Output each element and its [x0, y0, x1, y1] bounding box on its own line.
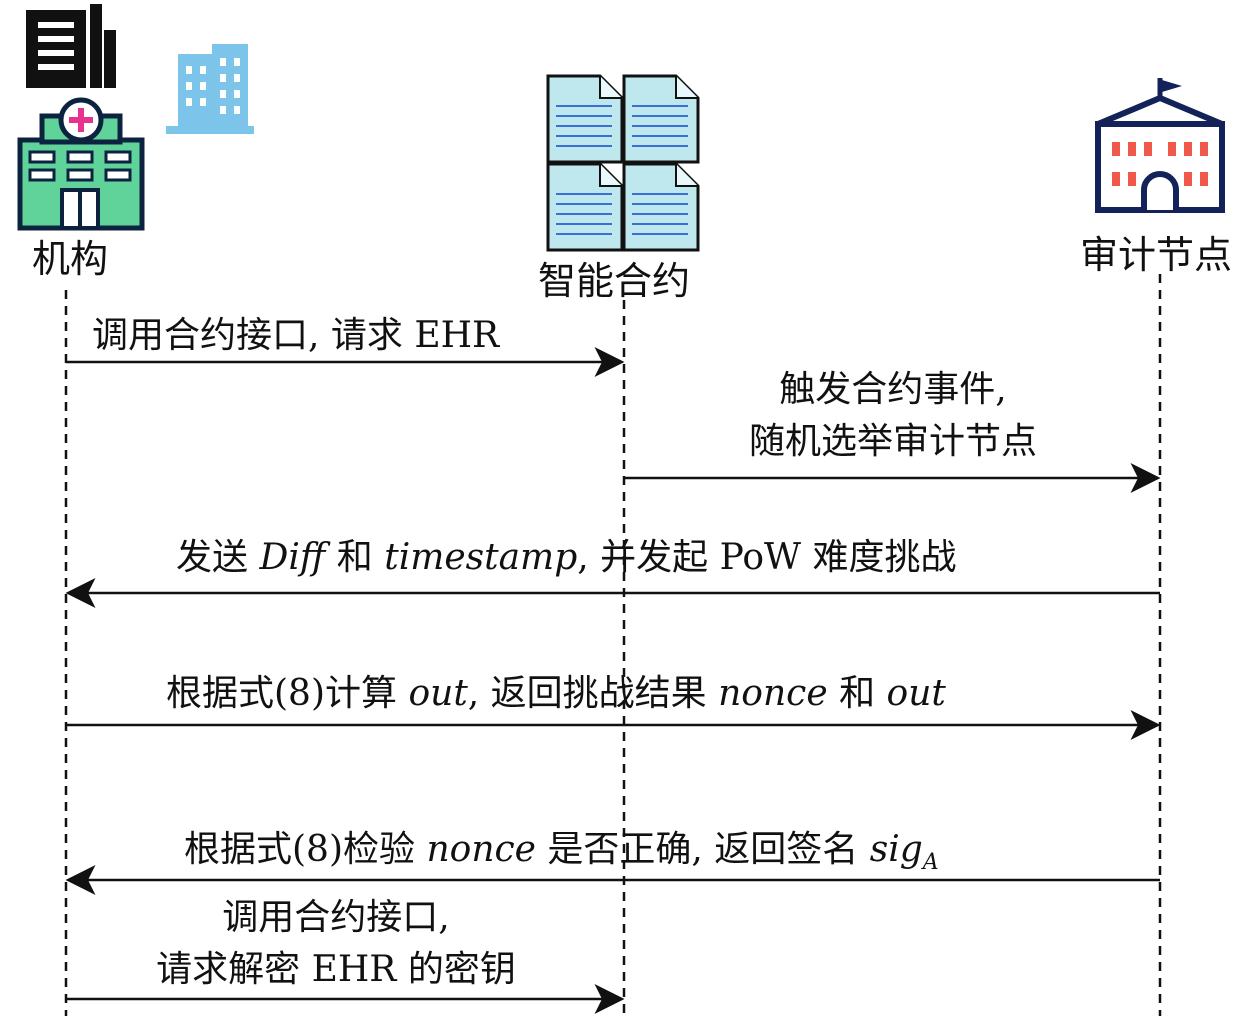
participant-label-auditor: 审计节点	[1080, 233, 1233, 277]
city-building-icon	[166, 44, 254, 134]
message-5-label: 根据式(8)检验 nonce 是否正确, 返回签名 sigA	[184, 829, 939, 875]
document-stack-icon	[546, 74, 700, 252]
government-building-icon	[1095, 78, 1225, 213]
participant-label-contract: 智能合约	[538, 259, 691, 303]
message-6-line-2: 请求解密 EHR 的密钥	[156, 949, 516, 990]
message-3-label: 发送 Diff 和 timestamp, 并发起 PoW 难度挑战	[176, 537, 957, 578]
message-6-line-1: 调用合约接口,	[222, 897, 450, 938]
lifelines	[64, 274, 1162, 1016]
message-2-line-2: 随机选举审计节点	[748, 421, 1038, 462]
message-1-label: 调用合约接口, 请求 EHR	[92, 315, 500, 356]
hospital-icon	[17, 97, 145, 231]
participant-label-institution: 机构	[32, 237, 109, 281]
office-building-icon	[26, 4, 116, 88]
message-4-label: 根据式(8)计算 out, 返回挑战结果 nonce 和 out	[166, 673, 946, 714]
message-arrows	[65, 347, 1161, 1014]
message-2-line-1: 触发合约事件,	[779, 369, 1007, 410]
